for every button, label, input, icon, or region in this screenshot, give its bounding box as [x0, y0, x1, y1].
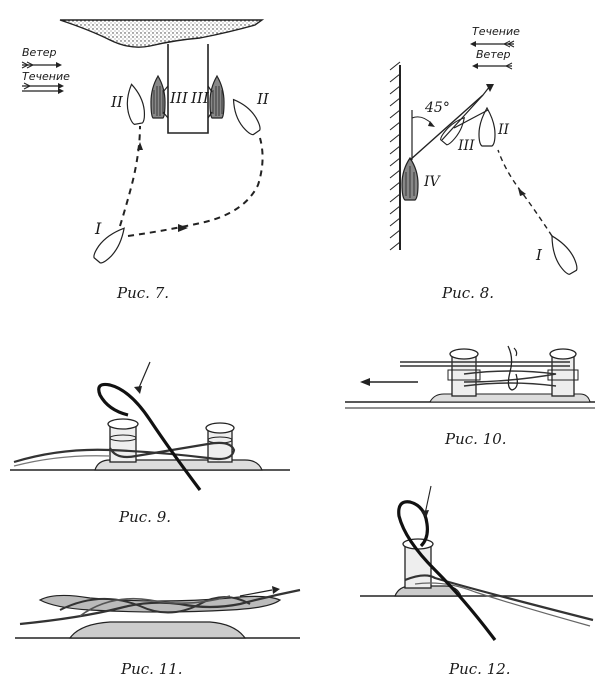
figure-10-drawing — [345, 345, 595, 409]
current-arrow — [22, 82, 64, 94]
pier — [167, 44, 209, 134]
figure-7: Ветер Течение II III III II I Рис. 7. — [0, 0, 290, 310]
current-label: Течение — [472, 25, 520, 38]
boat-I — [551, 234, 578, 275]
bollard-left — [447, 348, 481, 397]
path-to-II-left — [119, 125, 141, 227]
boat-I — [93, 227, 125, 264]
figure-9-drawing — [10, 361, 290, 491]
figure-11: Рис. 11. — [0, 560, 310, 688]
label-II: II — [497, 122, 510, 138]
figure-12-drawing — [360, 485, 594, 641]
label-angle: 45° — [424, 100, 450, 116]
boat-II-right — [232, 98, 261, 136]
caption-fig-9: Рис. 9. — [119, 508, 172, 526]
label-III-right: III — [190, 89, 210, 107]
figure-12: Рис. 12. — [355, 480, 600, 688]
caption-fig-10: Рис. 10. — [445, 430, 507, 448]
label-II-left: II — [110, 93, 124, 111]
caption-fig-7: Рис. 7. — [117, 284, 170, 302]
figure-7-drawing: Ветер Течение II III III II I — [21, 19, 270, 264]
label-I: I — [535, 246, 543, 264]
figure-10: Рис. 10. — [330, 330, 600, 460]
wind-arrow — [21, 61, 62, 69]
caption-fig-12: Рис. 12. — [449, 660, 511, 678]
figure-11-drawing — [15, 586, 301, 639]
boat-IV — [401, 156, 419, 201]
boat-II — [478, 106, 496, 147]
bollard-right — [547, 348, 579, 397]
figure-8-drawing: Течение Ветер 45° III II IV I — [389, 25, 578, 275]
path-I-to-II — [497, 149, 553, 237]
path-to-II-right — [127, 137, 264, 237]
rope-loop — [397, 500, 497, 641]
boat-III-right — [209, 74, 225, 119]
wind-label: Ветер — [476, 48, 510, 61]
boat-III — [440, 116, 465, 146]
rope-loop — [97, 382, 202, 491]
label-IV: IV — [423, 174, 442, 190]
label-III: III — [457, 138, 475, 154]
figure-9: Рис. 9. — [0, 340, 300, 535]
caption-fig-11: Рис. 11. — [121, 660, 183, 678]
label-I: I — [94, 219, 102, 238]
current-arrow — [470, 40, 515, 48]
label-III-left: III — [169, 89, 189, 107]
caption-fig-8: Рис. 8. — [442, 284, 495, 302]
figure-8: Течение Ветер 45° III II IV I Рис. 8. — [370, 0, 600, 310]
label-II-right: II — [256, 90, 270, 108]
boat-II-left — [126, 83, 146, 126]
current-label: Течение — [22, 70, 70, 83]
shore — [59, 19, 265, 48]
boat-III-left — [150, 74, 166, 119]
wind-arrow — [472, 62, 513, 70]
wind-label: Ветер — [22, 46, 56, 59]
